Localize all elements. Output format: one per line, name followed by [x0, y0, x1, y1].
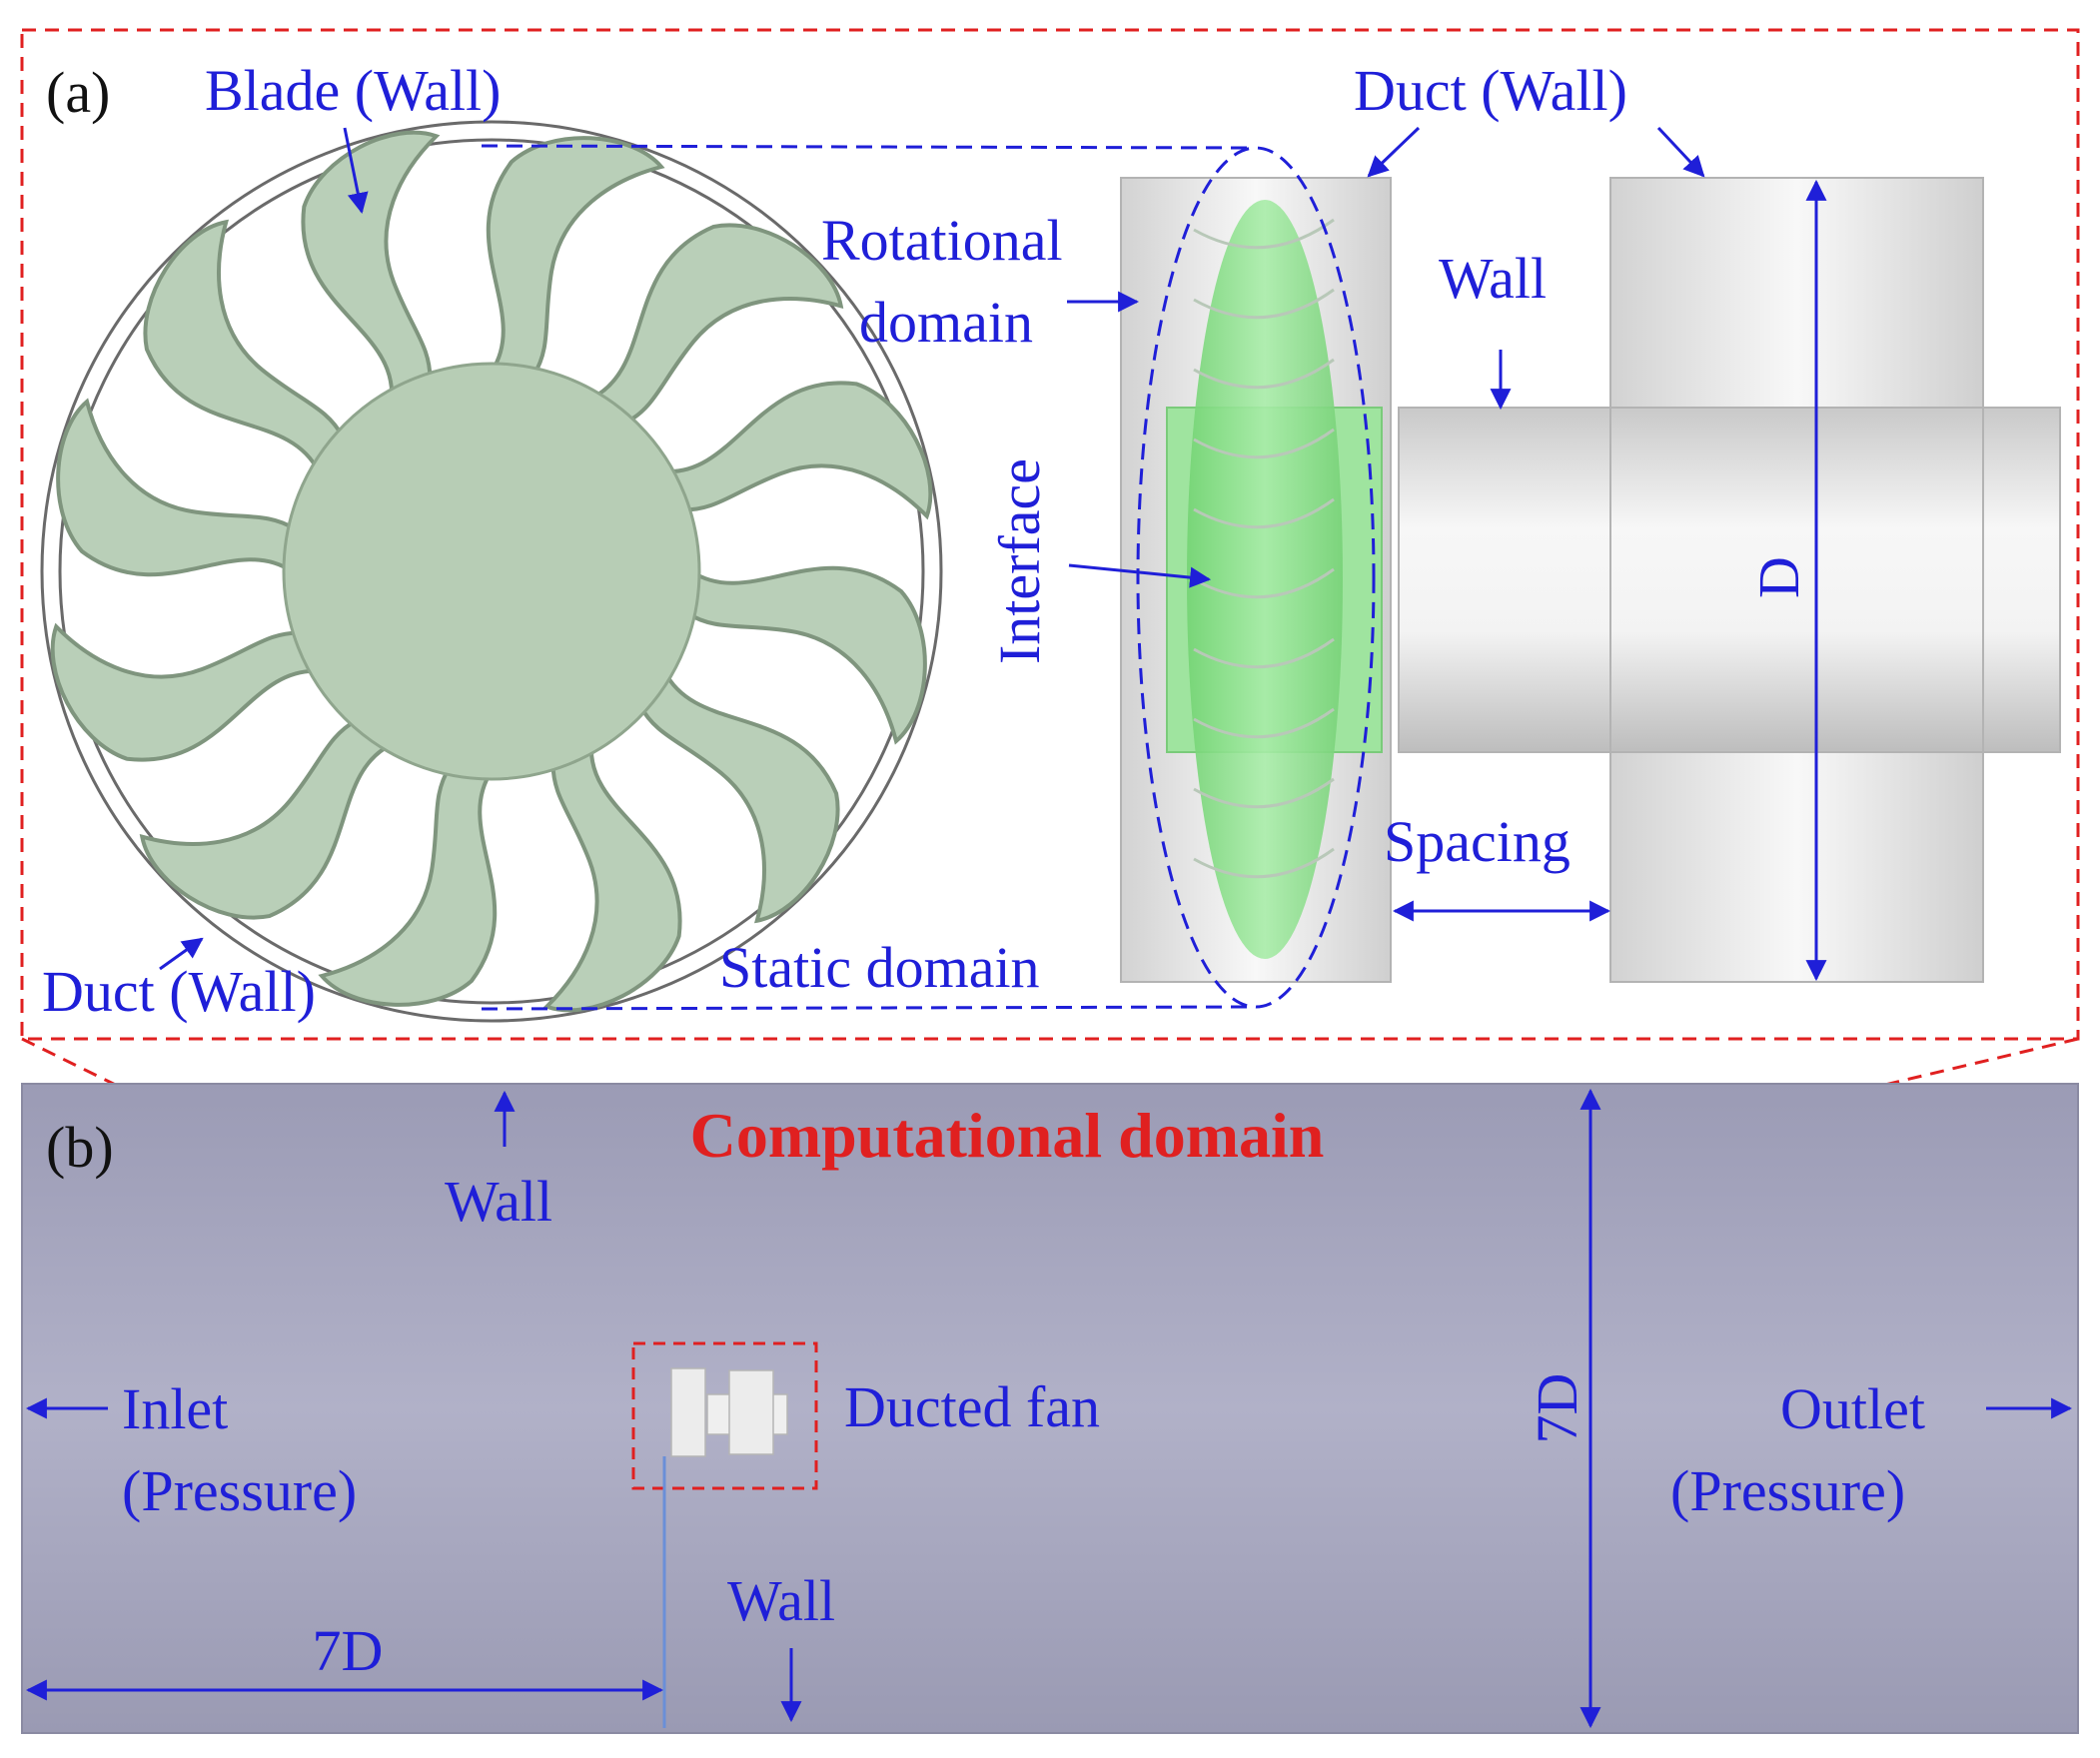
fan-blade	[486, 136, 665, 379]
interface-arrow	[1068, 563, 1212, 588]
panel-a-label: (a)	[46, 60, 110, 125]
rotor-blade-line	[1193, 218, 1335, 250]
rotational-domain-ellipse	[1136, 146, 1376, 1009]
wall-bottom-label: Wall	[727, 1568, 835, 1633]
rotor-blade-line	[1193, 288, 1335, 320]
ducted-fan-label: Ducted fan	[844, 1374, 1100, 1439]
fan-blade	[50, 622, 323, 762]
duct-wall-top-arrow-rear	[1656, 126, 1705, 178]
fan-blade	[587, 223, 844, 426]
fan-blade	[56, 398, 299, 577]
computational-domain	[21, 1083, 2079, 1734]
rotor-blades	[1187, 200, 1343, 959]
rotational-domain-label-1: Rotational	[821, 208, 1063, 273]
blade-wall-arrow	[343, 127, 369, 215]
blade-wall-label: Blade (Wall)	[205, 58, 502, 123]
rotor-blade-line	[1193, 497, 1335, 529]
rotor-blade-line	[1193, 777, 1335, 809]
computational-domain-title: Computational domain	[690, 1100, 1325, 1171]
fan-blade	[318, 764, 498, 1007]
fan-blade	[684, 565, 927, 745]
panel-a-frame	[20, 28, 2080, 1041]
mini-duct-front	[670, 1367, 706, 1457]
duct-wall-top-label: Duct (Wall)	[1354, 58, 1627, 123]
duct-wall-left-arrow	[159, 937, 204, 971]
duct-rear-cylinder-top	[1609, 177, 1984, 409]
length-7d-label: 7D	[313, 1618, 384, 1683]
rotor-blade-line	[1193, 428, 1335, 459]
blade-group	[50, 130, 933, 1013]
duct-side-view-rear	[1398, 177, 2061, 983]
outlet-label-2: (Pressure)	[1670, 1458, 1905, 1523]
duct-wall-left-label: Duct (Wall)	[42, 959, 316, 1024]
rotor-blade-line	[1193, 637, 1335, 669]
rotational-domain-label-2: domain	[859, 290, 1033, 355]
fan-blade	[637, 667, 840, 924]
rotor-blade-detail	[1193, 218, 1335, 879]
wall-shaft-label: Wall	[1439, 246, 1547, 311]
inlet-label-1: Inlet	[122, 1376, 228, 1441]
rotor-blade-line	[1193, 358, 1335, 390]
fan-blade	[143, 219, 346, 475]
diameter-label: D	[1746, 556, 1811, 598]
interface-label: Interface	[987, 458, 1052, 664]
fan-blade	[139, 717, 396, 920]
height-7d-label: 7D	[1525, 1373, 1589, 1444]
zoom-line-top	[481, 144, 1252, 150]
fan-blade	[660, 381, 933, 520]
rotor-blade-line	[1193, 847, 1335, 879]
ducted-fan-miniature	[670, 1367, 788, 1457]
mini-duct-rear	[728, 1369, 774, 1455]
spacing-label: Spacing	[1384, 809, 1571, 874]
duct-rear-cylinder-mid	[1609, 407, 1984, 753]
fan-front-view	[40, 120, 943, 1023]
wall-top-label: Wall	[445, 1169, 552, 1234]
duct-rear-cylinder-bottom	[1609, 751, 1984, 983]
outlet-label-1: Outlet	[1780, 1376, 1925, 1441]
panel-b-label: (b)	[46, 1115, 114, 1180]
zoom-line-bottom	[481, 1005, 1252, 1011]
rotor-blade-line	[1193, 707, 1335, 739]
duct-side-view-front	[1120, 177, 1392, 983]
static-domain-label: Static domain	[719, 935, 1040, 1000]
inlet-label-2: (Pressure)	[122, 1458, 357, 1523]
ducted-fan-box	[631, 1341, 818, 1490]
fan-blade	[301, 130, 441, 403]
duct-wall-top-arrow-front	[1367, 126, 1421, 178]
fan-hub	[282, 362, 701, 781]
